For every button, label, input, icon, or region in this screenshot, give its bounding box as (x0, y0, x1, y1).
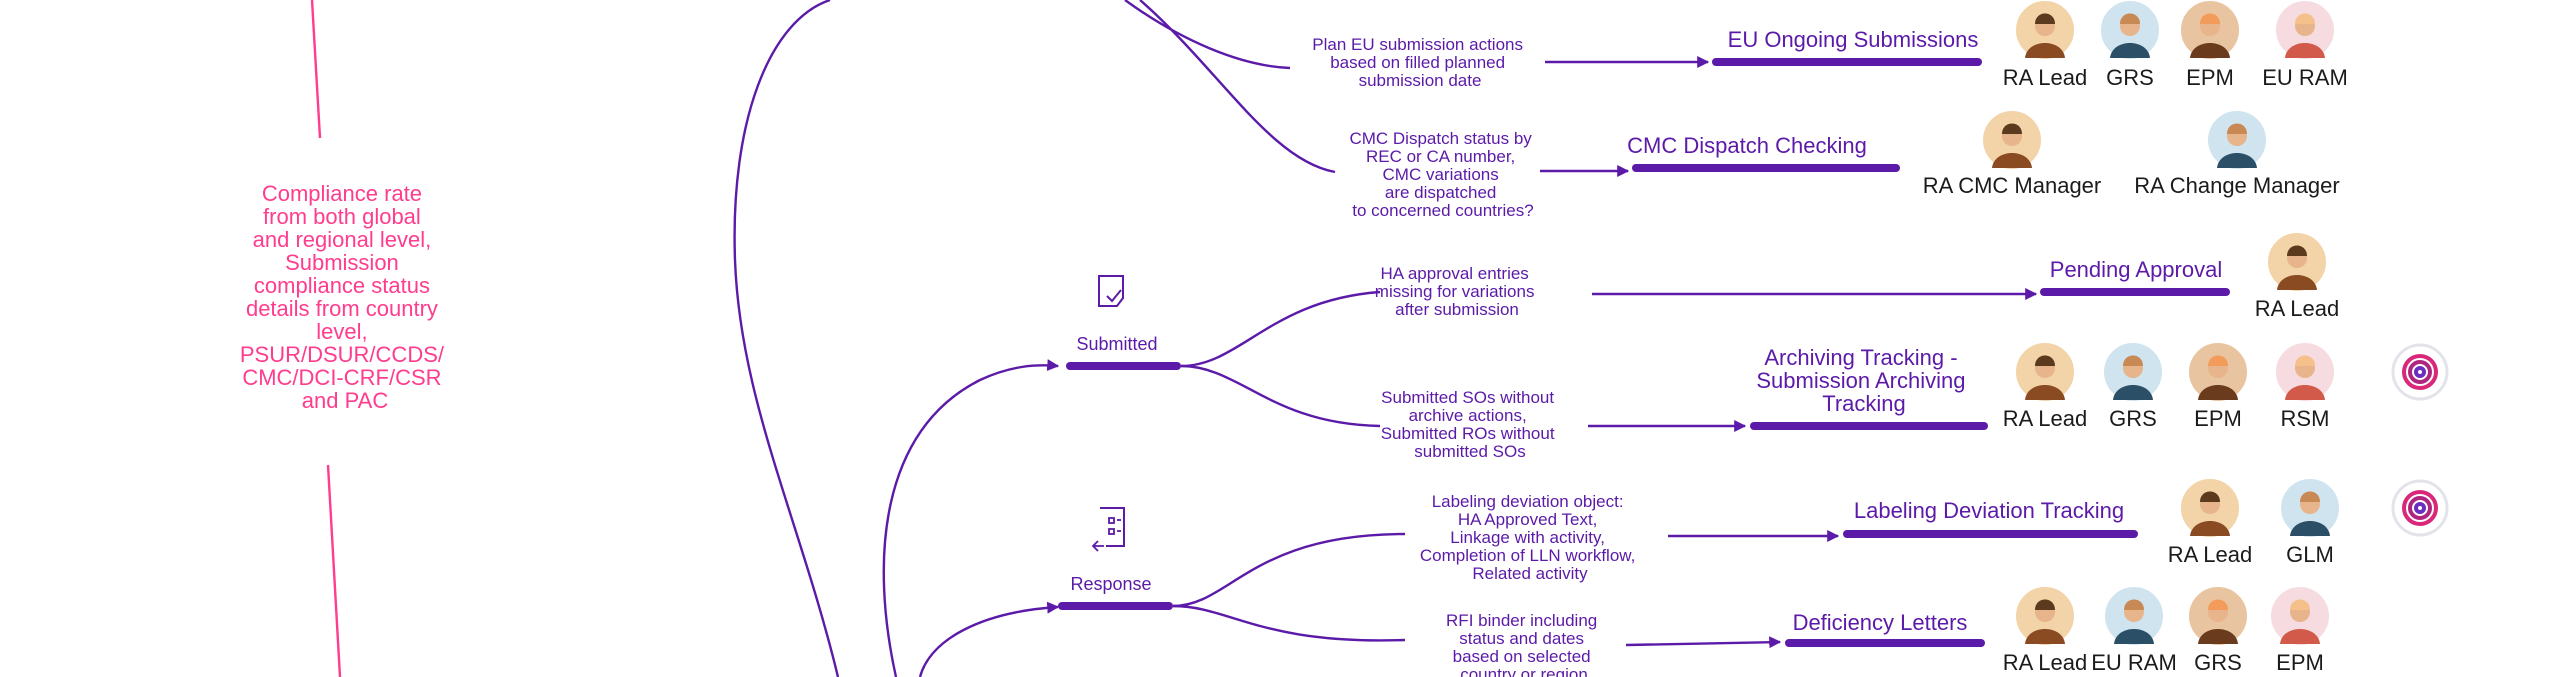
avatar (2014, 341, 2076, 403)
response-stage: Response (1058, 507, 1173, 610)
target-app-icon[interactable] (2391, 479, 2449, 537)
role-label: EU RAM (2091, 650, 2177, 675)
stage-bar-submitted (1066, 362, 1181, 370)
node-title: Pending Approval (2050, 257, 2222, 282)
node-bar (1632, 164, 1900, 172)
node-eu-ongoing-submissions: Plan EU submission actions based on fill… (1312, 27, 1982, 90)
role-label: RA Lead (2003, 65, 2087, 90)
avatar (2099, 0, 2161, 61)
avatar (2187, 341, 2249, 403)
compliance-connector-top (310, 0, 322, 139)
node-bar (2040, 288, 2230, 296)
node-cmc-dispatch-checking: CMC Dispatch status by REC or CA number,… (1349, 129, 1900, 220)
flow-curve-top-1 (1124, 0, 1291, 70)
node-title: Archiving Tracking - Submission Archivin… (1756, 345, 1971, 416)
compliance-note: Compliance rate from both global and reg… (240, 181, 450, 413)
role-label: GRS (2106, 65, 2154, 90)
node-description: Plan EU submission actions based on fill… (1312, 35, 1527, 90)
role-label: EPM (2194, 406, 2242, 431)
flow-curve-top-2 (1139, 0, 1336, 174)
compliance-connector-bottom (326, 464, 342, 677)
stage-label-response: Response (1070, 574, 1151, 594)
stage-bar-response (1058, 602, 1173, 610)
avatar (2014, 0, 2076, 61)
avatar (2179, 477, 2241, 539)
role-label: GRS (2194, 650, 2242, 675)
avatar (2266, 231, 2328, 293)
role-label: GLM (2286, 542, 2334, 567)
document-check-icon (1098, 275, 1124, 307)
avatar (2269, 585, 2331, 647)
avatar (2274, 0, 2336, 61)
avatar (2014, 585, 2076, 647)
avatar (2187, 585, 2249, 647)
branch-submitted-1 (1180, 290, 1381, 368)
node-labeling-deviation-tracking: Labeling deviation object: HA Approved T… (1420, 492, 2138, 583)
node-bar (1785, 639, 1985, 647)
node-bar (1750, 422, 1988, 430)
role-label: EPM (2186, 65, 2234, 90)
avatar (2279, 477, 2341, 539)
node-bar (1843, 530, 2138, 538)
branch-submitted-2 (1180, 364, 1381, 428)
checklist-return-icon (1091, 507, 1125, 552)
role-label: RA Change Manager (2134, 173, 2339, 198)
node-title: EU Ongoing Submissions (1728, 27, 1979, 52)
node-bar (1712, 58, 1982, 66)
role-label: RA CMC Manager (1923, 173, 2102, 198)
branch-response-1 (1172, 532, 1406, 608)
role-label: GRS (2109, 406, 2157, 431)
avatar (1981, 109, 2043, 171)
node-description: Labeling deviation object: HA Approved T… (1420, 492, 1640, 583)
avatar (2102, 341, 2164, 403)
node-deficiency-letters: RFI binder including status and dates ba… (1446, 610, 1985, 677)
node-pending-approval: HA approval entries missing for variatio… (1375, 257, 2230, 319)
node-arrow (1625, 636, 1782, 649)
node-archiving-tracking: Submitted SOs without archive actions, S… (1381, 345, 1988, 461)
node-title: Labeling Deviation Tracking (1854, 498, 2124, 523)
role-label: RSM (2281, 406, 2330, 431)
flow-curve-to-submitted (882, 359, 1060, 677)
target-app-icon[interactable] (2391, 343, 2449, 401)
flow-curve-to-response (918, 601, 1060, 677)
avatar (2206, 109, 2268, 171)
node-title: CMC Dispatch Checking (1627, 133, 1867, 158)
node-description: Submitted SOs without archive actions, S… (1381, 388, 1560, 461)
avatar (2103, 585, 2165, 647)
submitted-stage: Submitted (1066, 275, 1181, 370)
role-label: RA Lead (2168, 542, 2252, 567)
node-description: HA approval entries missing for variatio… (1375, 264, 1539, 319)
stage-label-submitted: Submitted (1076, 334, 1157, 354)
node-description: CMC Dispatch status by REC or CA number,… (1349, 129, 1536, 220)
role-label: EPM (2276, 650, 2324, 675)
node-description: RFI binder including status and dates ba… (1446, 611, 1602, 677)
avatar (2179, 0, 2241, 61)
role-label: RA Lead (2003, 406, 2087, 431)
role-label: RA Lead (2003, 650, 2087, 675)
node-title: Deficiency Letters (1793, 610, 1968, 635)
avatar (2274, 341, 2336, 403)
flow-curve-main (733, 0, 840, 677)
role-label: EU RAM (2262, 65, 2348, 90)
role-label: RA Lead (2255, 296, 2339, 321)
branch-response-2 (1172, 604, 1406, 642)
